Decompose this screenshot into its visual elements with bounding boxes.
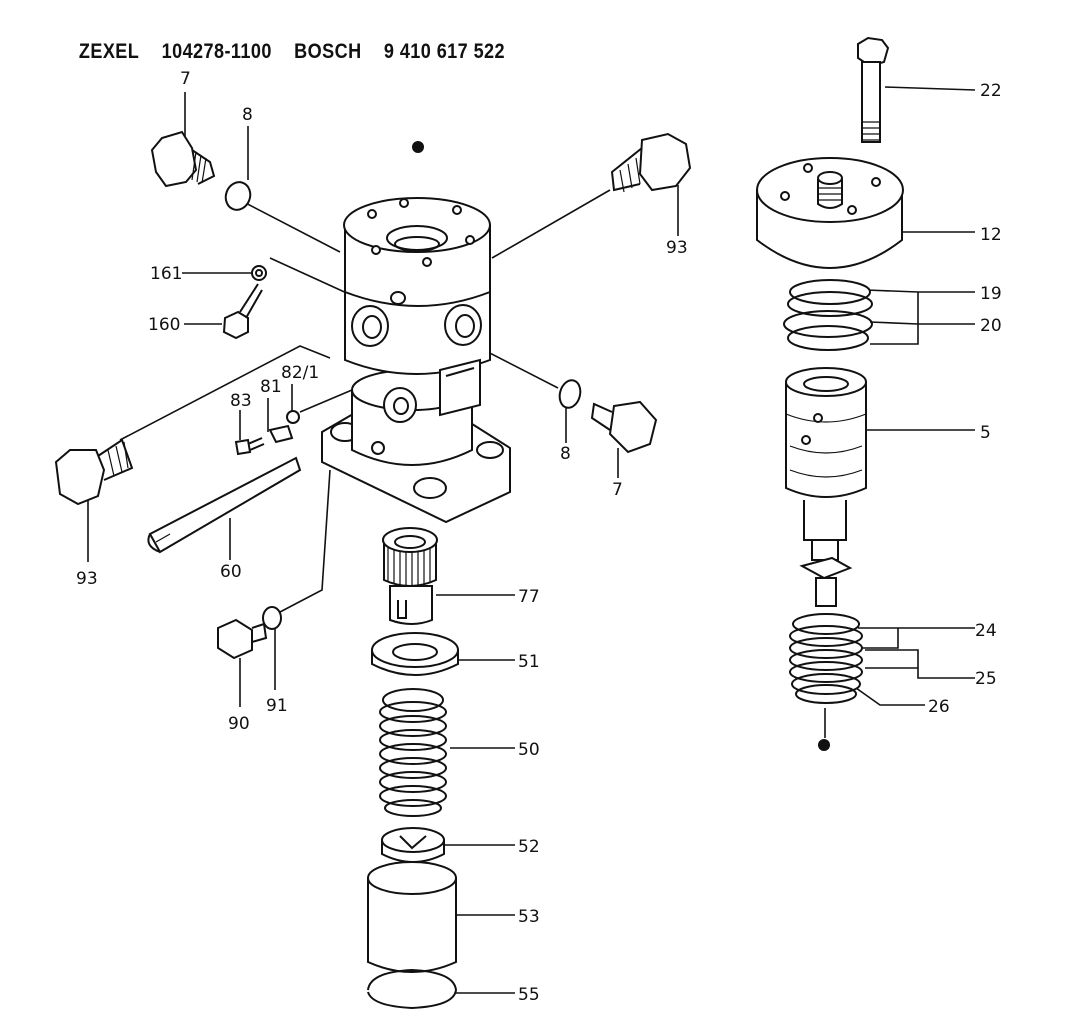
- callout-labels: 7 8 93 161 160 83 81 82/1 8 7 93 60 77 5…: [76, 69, 1002, 1005]
- callout-60: 60: [220, 562, 242, 582]
- diagram-title: ZEXEL 104278-1100 BOSCH 9 410 617 522: [68, 16, 505, 64]
- callout-81: 81: [260, 377, 282, 397]
- callout-91: 91: [266, 696, 288, 716]
- callout-8-top: 8: [242, 105, 253, 125]
- callout-20: 20: [980, 316, 1002, 336]
- callout-19: 19: [980, 284, 1002, 304]
- part-number-bosch: 9 410 617 522: [383, 40, 506, 63]
- seal-ring-8-right: [558, 379, 582, 409]
- callout-90: 90: [228, 714, 250, 734]
- callout-55: 55: [518, 985, 540, 1005]
- delivery-valve-19-20: [783, 279, 873, 351]
- callout-22: 22: [980, 81, 1002, 101]
- brand-bosch: BOSCH: [294, 40, 362, 63]
- control-rod-60: [147, 456, 302, 554]
- callout-25: 25: [975, 669, 997, 689]
- callout-53: 53: [518, 907, 540, 927]
- hollow-bolt-93-left: [54, 438, 134, 506]
- callout-24: 24: [975, 621, 997, 641]
- callout-50: 50: [518, 740, 540, 760]
- brand-zexel: ZEXEL: [78, 40, 140, 63]
- plug-7-top: [150, 130, 216, 188]
- reference-dot-bottom: [818, 739, 830, 751]
- spring-seat-51: [371, 632, 459, 676]
- callout-5: 5: [980, 423, 991, 443]
- callout-93-left: 93: [76, 569, 98, 589]
- pump-body: [321, 197, 511, 524]
- circlip-55: [367, 968, 458, 1010]
- callout-83: 83: [230, 391, 252, 411]
- callout-8-right: 8: [560, 444, 571, 464]
- callout-26: 26: [928, 697, 950, 717]
- barrel-5: [785, 367, 867, 498]
- callout-160: 160: [148, 315, 180, 335]
- callout-93-top: 93: [666, 238, 688, 258]
- callout-52: 52: [518, 837, 540, 857]
- washer-82-1: [286, 410, 300, 424]
- washer-91: [262, 606, 282, 630]
- clip-81: [268, 424, 294, 444]
- hollow-bolt-93-top: [610, 132, 692, 193]
- screw-83: [234, 437, 265, 456]
- seal-ring-8-top: [224, 181, 252, 211]
- reference-dot-top: [412, 141, 424, 153]
- callout-7-top: 7: [180, 69, 191, 89]
- callout-82-1: 82/1: [281, 363, 319, 383]
- leader-lines: [87, 86, 976, 994]
- callout-51: 51: [518, 652, 540, 672]
- part-number-zexel: 104278-1100: [161, 40, 272, 63]
- plunger-5: [799, 500, 853, 607]
- callout-12: 12: [980, 225, 1002, 245]
- plug-90: [217, 618, 268, 660]
- tappet-53: [367, 861, 457, 973]
- control-sleeve-77: [382, 527, 438, 625]
- callout-161: 161: [150, 264, 182, 284]
- springs-24-25-26: [789, 613, 863, 704]
- bolt-22: [857, 36, 890, 143]
- spring-seat-52: [381, 827, 445, 863]
- callout-7-right: 7: [612, 480, 623, 500]
- screw-160-161: [222, 265, 267, 340]
- plug-7-right: [590, 400, 658, 454]
- flange-12: [756, 157, 904, 269]
- callout-77: 77: [518, 587, 540, 607]
- plunger-spring-50: [379, 688, 447, 817]
